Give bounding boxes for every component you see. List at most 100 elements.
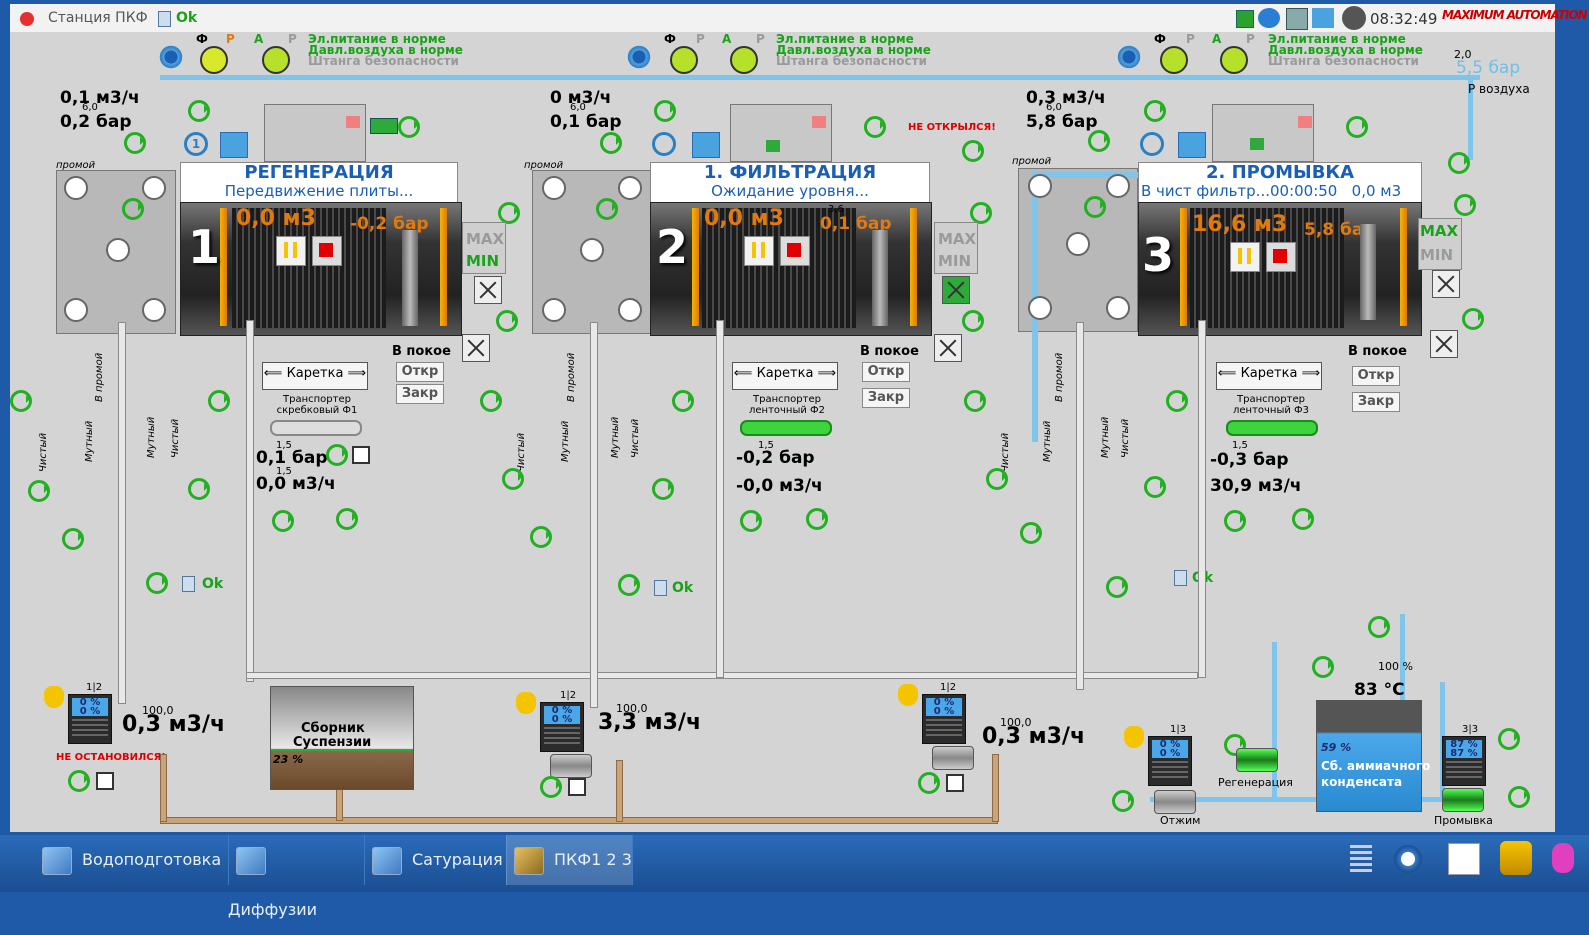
refresh-icon[interactable] (1084, 196, 1106, 218)
manual-mode-hand-icon[interactable] (898, 684, 918, 706)
close-button[interactable]: Закр (862, 388, 910, 408)
stop-button[interactable] (780, 236, 810, 266)
refresh-icon[interactable] (10, 390, 32, 412)
refresh-icon[interactable] (1448, 152, 1470, 174)
refresh-icon[interactable] (918, 772, 940, 794)
refresh-icon[interactable] (1312, 656, 1334, 678)
regeneration-pump[interactable] (1236, 748, 1278, 772)
manual-mode-hand-icon[interactable] (1124, 726, 1144, 748)
cycle-icon[interactable] (1140, 132, 1164, 156)
carriage-control[interactable]: ⟸ Каретка ⟹ (732, 362, 838, 390)
squeeze-pump[interactable] (1154, 790, 1196, 814)
refresh-icon[interactable] (1454, 194, 1476, 216)
stop-button[interactable] (312, 236, 342, 266)
drain-valve[interactable] (934, 334, 962, 362)
drain-valve[interactable] (1430, 330, 1458, 358)
user-icon[interactable] (1342, 6, 1366, 30)
refresh-icon[interactable] (502, 468, 524, 490)
close-button[interactable]: Закр (396, 384, 444, 404)
blowdown-valve[interactable] (370, 118, 398, 134)
taskbar-item-saturation[interactable]: Сатурация (364, 835, 507, 885)
refresh-icon[interactable] (964, 390, 986, 412)
refresh-icon[interactable] (1346, 116, 1368, 138)
refresh-icon[interactable] (1144, 100, 1166, 122)
refresh-icon[interactable] (326, 444, 348, 466)
drain-valve[interactable] (942, 276, 970, 304)
suspension-pump[interactable] (550, 754, 592, 778)
open-button[interactable]: Откр (862, 362, 910, 382)
refresh-icon[interactable] (600, 132, 622, 154)
pause-button[interactable] (276, 236, 306, 266)
cycle-counter-icon[interactable]: 1 (184, 132, 208, 156)
refresh-icon[interactable] (806, 508, 828, 530)
cycle-icon[interactable] (652, 132, 676, 156)
refresh-icon[interactable] (498, 202, 520, 224)
close-button[interactable]: Закр (1352, 392, 1400, 412)
open-button[interactable]: Откр (396, 362, 444, 382)
refresh-icon[interactable] (398, 116, 420, 138)
refresh-icon[interactable] (1508, 786, 1530, 808)
close-dot-icon[interactable] (20, 12, 34, 26)
telegram-icon[interactable] (1312, 8, 1334, 28)
refresh-icon[interactable] (1462, 308, 1484, 330)
engineer-tools-icon[interactable] (1500, 841, 1532, 875)
transporter-belt[interactable] (270, 420, 362, 436)
taskbar-item-diffusion[interactable]: Диффузии (228, 835, 365, 919)
refresh-icon[interactable] (740, 510, 762, 532)
refresh-icon[interactable] (496, 310, 518, 332)
settings-gear-icon[interactable] (626, 44, 652, 70)
taskbar-item-water-prep[interactable]: Водоподготовка (34, 835, 229, 885)
refresh-icon[interactable] (530, 526, 552, 548)
send-icon[interactable] (1178, 132, 1206, 158)
stop-square-icon[interactable] (96, 772, 114, 790)
pressure-gauge-icon[interactable] (1220, 46, 1248, 74)
carriage-control[interactable]: ⟸ Каретка ⟹ (262, 362, 368, 390)
stop-square-icon[interactable] (568, 778, 586, 796)
drain-valve[interactable] (1432, 270, 1460, 298)
settings-gear-icon[interactable] (1392, 843, 1424, 875)
refresh-icon[interactable] (1224, 510, 1246, 532)
refresh-icon[interactable] (672, 390, 694, 412)
carriage-control[interactable]: ⟸ Каретка ⟹ (1216, 362, 1322, 390)
flow-gauge-icon[interactable] (1160, 46, 1188, 74)
pressure-gauge-icon[interactable] (730, 46, 758, 74)
send-icon[interactable] (220, 132, 248, 158)
refresh-icon[interactable] (540, 776, 562, 798)
refresh-icon[interactable] (654, 100, 676, 122)
refresh-icon[interactable] (986, 468, 1008, 490)
pause-button[interactable] (744, 236, 774, 266)
pressure-gauge-icon[interactable] (262, 46, 290, 74)
flow-gauge-icon[interactable] (670, 46, 698, 74)
refresh-icon[interactable] (336, 508, 358, 530)
refresh-icon[interactable] (62, 528, 84, 550)
refresh-icon[interactable] (1144, 476, 1166, 498)
refresh-icon[interactable] (480, 390, 502, 412)
list-icon[interactable] (1350, 845, 1372, 875)
transporter-belt[interactable] (740, 420, 832, 436)
wash-pump[interactable] (1442, 788, 1484, 812)
refresh-icon[interactable] (962, 140, 984, 162)
refresh-icon[interactable] (1368, 616, 1390, 638)
open-button[interactable]: Откр (1352, 366, 1400, 386)
manual-mode-hand-icon[interactable] (516, 692, 536, 714)
refresh-icon[interactable] (652, 478, 674, 500)
pause-button[interactable] (1230, 242, 1260, 272)
refresh-icon[interactable] (124, 132, 146, 154)
refresh-icon[interactable] (1112, 790, 1134, 812)
suspension-pump[interactable] (932, 746, 974, 770)
refresh-icon[interactable] (1224, 734, 1246, 756)
refresh-icon[interactable] (596, 198, 618, 220)
refresh-icon[interactable] (1166, 390, 1188, 412)
refresh-icon[interactable] (618, 574, 640, 596)
flow-gauge-icon[interactable] (200, 46, 228, 74)
settings-gear-icon[interactable] (158, 44, 184, 70)
refresh-icon[interactable] (188, 100, 210, 122)
send-icon[interactable] (692, 132, 720, 158)
stop-button[interactable] (1266, 242, 1296, 272)
refresh-icon[interactable] (1498, 728, 1520, 750)
refresh-icon[interactable] (272, 510, 294, 532)
drain-valve[interactable] (462, 334, 490, 362)
network-icon[interactable] (1286, 8, 1308, 30)
transporter-belt[interactable] (1226, 420, 1318, 436)
refresh-icon[interactable] (962, 310, 984, 332)
